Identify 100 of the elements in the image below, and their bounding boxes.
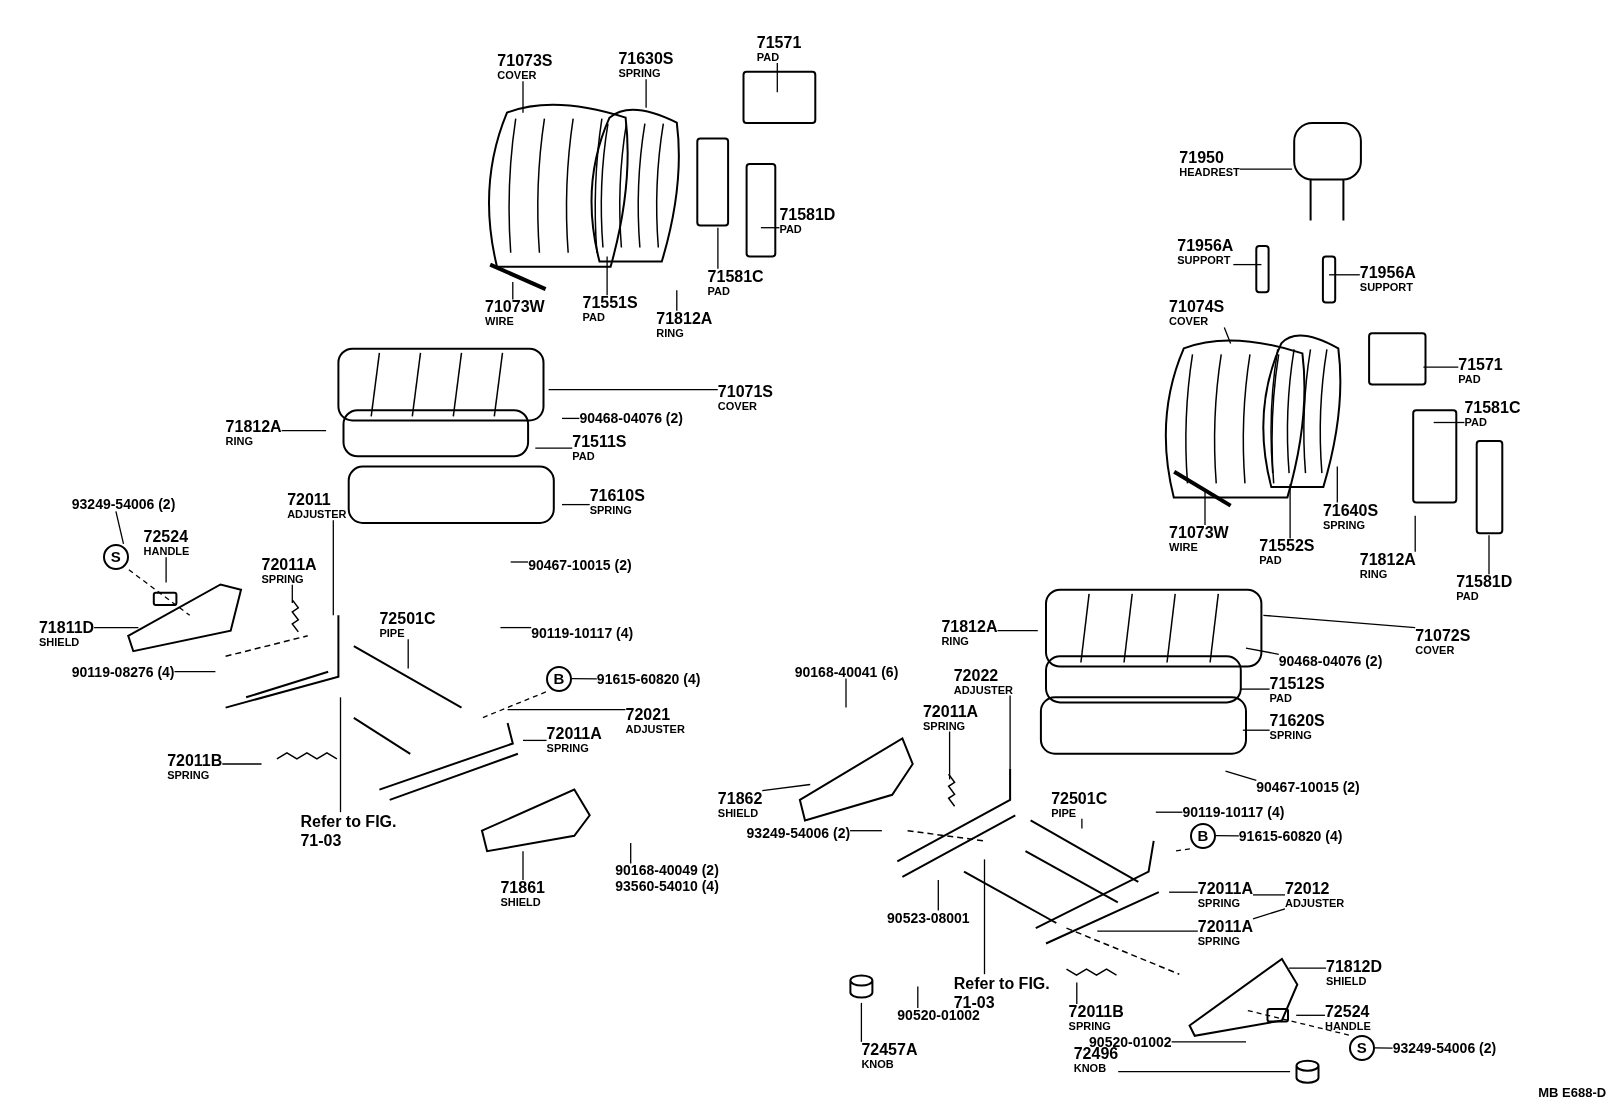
leader-line bbox=[1336, 465, 1338, 504]
leader-line bbox=[332, 519, 334, 616]
part-number: 93249-54006 (2) bbox=[1392, 1040, 1497, 1055]
part-name: PAD bbox=[572, 450, 596, 462]
leader-line bbox=[1252, 894, 1286, 896]
leader-line bbox=[1215, 834, 1240, 837]
leader-line bbox=[606, 255, 608, 296]
part-name: COVER bbox=[497, 70, 538, 82]
part-number: 71812A bbox=[1359, 551, 1416, 568]
part-name: SHIELD bbox=[1326, 975, 1368, 987]
leader-line bbox=[1081, 818, 1083, 830]
part-name: HANDLE bbox=[143, 546, 190, 558]
circled-letter: S bbox=[1348, 1035, 1375, 1062]
leader-line bbox=[1096, 930, 1199, 932]
part-number: 93560-54010 (4) bbox=[615, 879, 719, 894]
part-name: SPRING bbox=[1068, 1020, 1112, 1032]
leader-line bbox=[173, 671, 217, 673]
leader-line bbox=[1245, 647, 1280, 655]
part-name: PAD bbox=[582, 312, 606, 324]
leader-line bbox=[760, 227, 781, 229]
leader-line bbox=[128, 569, 191, 616]
leader-line bbox=[1289, 483, 1291, 540]
part-name: RING bbox=[941, 636, 970, 648]
part-number: 72524 bbox=[1324, 1003, 1371, 1020]
part-number: 72011A bbox=[922, 703, 979, 720]
leader-line bbox=[522, 739, 548, 742]
leader-line bbox=[1204, 489, 1206, 526]
part-name: SPRING bbox=[618, 68, 662, 80]
part-name: HEADREST bbox=[1179, 166, 1240, 178]
part-number: 71581C bbox=[707, 268, 764, 285]
leader-line bbox=[510, 561, 529, 563]
part-number: 71073W bbox=[485, 299, 545, 316]
leader-line bbox=[1168, 891, 1199, 893]
leader-line bbox=[1488, 534, 1490, 575]
part-name: COVER bbox=[1169, 316, 1210, 328]
leader-line bbox=[630, 842, 632, 865]
part-number: 72011A bbox=[1197, 918, 1253, 935]
part-number: 72524 bbox=[143, 529, 190, 546]
leader-line bbox=[983, 858, 986, 975]
part-name: SPRING bbox=[1322, 519, 1367, 531]
circled-letter: B bbox=[545, 665, 572, 692]
leader-line bbox=[1328, 274, 1361, 276]
part-number: 72011A bbox=[261, 556, 317, 573]
leader-line bbox=[291, 584, 293, 604]
part-name: SUPPORT bbox=[1177, 254, 1232, 266]
leader-line bbox=[1240, 688, 1271, 690]
part-name: PAD bbox=[1458, 373, 1482, 385]
part-number: 72022 bbox=[953, 667, 1000, 684]
part-name: WIRE bbox=[485, 316, 515, 328]
leader-line bbox=[917, 985, 919, 1009]
leader-line bbox=[948, 730, 951, 781]
leader-line bbox=[499, 626, 532, 629]
part-number: 72501C bbox=[379, 611, 436, 628]
leader-line bbox=[1414, 515, 1416, 553]
leader-line bbox=[1223, 326, 1232, 345]
leader-line bbox=[407, 638, 409, 670]
part-number: 71861 bbox=[500, 879, 545, 896]
part-number: 71073S bbox=[497, 53, 553, 70]
part-number: 93249-54006 (2) bbox=[71, 497, 176, 512]
leader-line bbox=[506, 709, 627, 711]
part-number: 71812D bbox=[1326, 958, 1383, 975]
circled-letter: S bbox=[102, 543, 129, 570]
part-number: 71610S bbox=[589, 488, 645, 505]
part-number: 90119-10117 (4) bbox=[531, 625, 634, 640]
part-name: ADJUSTER bbox=[287, 509, 347, 521]
part-name: SUPPORT bbox=[1359, 281, 1414, 293]
part-name: SHIELD bbox=[500, 896, 542, 908]
leader-line bbox=[1170, 1041, 1247, 1043]
part-number: 71073W bbox=[1169, 525, 1229, 542]
leader-line bbox=[561, 417, 581, 420]
part-number: 91615-60820 (4) bbox=[596, 671, 701, 686]
part-number: 71956A bbox=[1359, 264, 1416, 281]
part-name: PIPE bbox=[379, 628, 406, 640]
part-name: HANDLE bbox=[1324, 1020, 1371, 1032]
part-number: 90523-08001 bbox=[887, 910, 970, 925]
leader-line bbox=[93, 626, 140, 629]
part-name: SPRING bbox=[167, 769, 211, 781]
leader-line bbox=[1224, 770, 1257, 782]
part-number: 72457A bbox=[861, 1041, 918, 1058]
leader-line bbox=[1295, 1014, 1326, 1016]
leader-line bbox=[845, 677, 847, 709]
leader-line bbox=[1252, 908, 1286, 920]
leader-line bbox=[115, 510, 125, 545]
part-name: SPRING bbox=[1197, 935, 1241, 947]
part-number: 71511S bbox=[572, 433, 627, 450]
part-number: 71862 bbox=[717, 790, 763, 807]
part-number: 72011A bbox=[546, 726, 602, 743]
part-number: 90168-40049 (2) bbox=[615, 863, 719, 878]
circled-letter: B bbox=[1189, 822, 1216, 849]
part-name: ADJUSTER bbox=[625, 723, 685, 735]
part-number: 72012 bbox=[1284, 880, 1331, 897]
part-number: 72021 bbox=[625, 706, 672, 723]
part-name: PAD bbox=[707, 285, 731, 297]
leader-line bbox=[522, 850, 524, 881]
leader-line bbox=[1232, 263, 1263, 266]
leader-line bbox=[1245, 1009, 1350, 1036]
part-number: 72501C bbox=[1051, 790, 1108, 807]
part-number: 71571 bbox=[756, 34, 802, 51]
part-number: 90467-10015 (2) bbox=[528, 557, 632, 572]
part-name: PAD bbox=[1269, 692, 1293, 704]
